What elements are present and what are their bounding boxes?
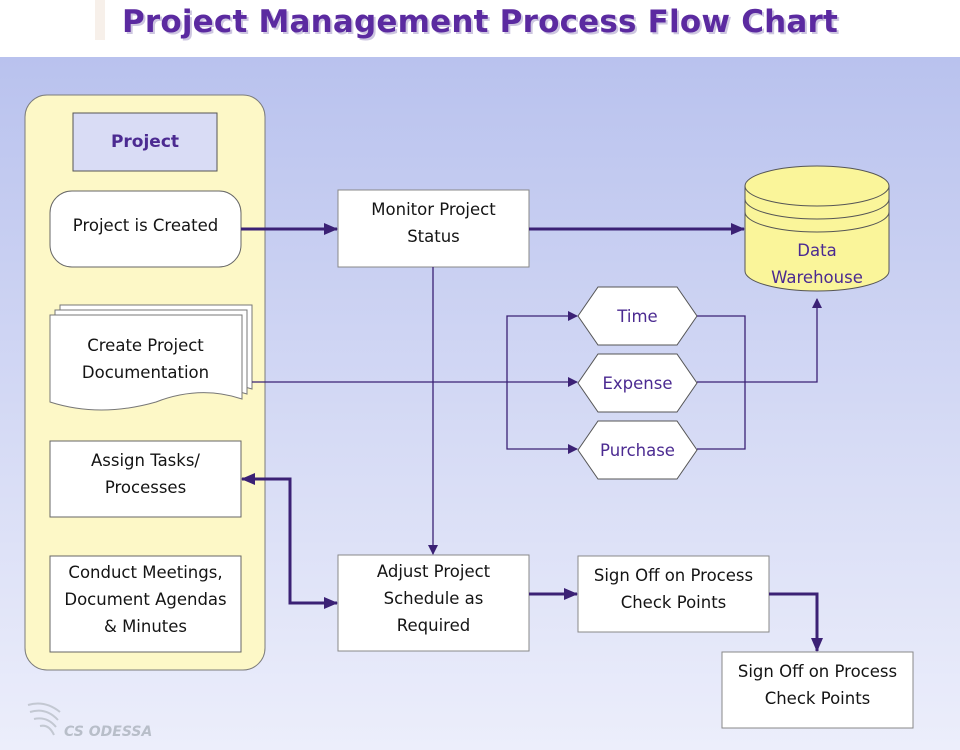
- monitor-status-line-1: Monitor Project: [371, 200, 496, 219]
- expense-hexagon: [577, 353, 698, 413]
- time-hexagon: [577, 286, 698, 346]
- sign-off-2-box: [721, 651, 914, 729]
- page-title: Project Management Process Flow Chart: [121, 4, 839, 40]
- create-doc-line-2: Documentation: [81, 363, 210, 382]
- arrow-expense-to-warehouse: [697, 298, 822, 383]
- sign-off-2-label: Sign Off on Process Check Points: [722, 652, 913, 718]
- conduct-meetings-line-1: Conduct Meetings,: [68, 563, 223, 582]
- adjust-schedule-box: [337, 554, 530, 652]
- conduct-meetings-box: [49, 555, 242, 653]
- purchase-hexagon: [577, 420, 698, 480]
- time-label: Time: [617, 306, 658, 326]
- arrow-adjust-assign: [241, 473, 338, 609]
- adjust-schedule-line-3: Required: [396, 616, 471, 635]
- project-label: Project: [110, 131, 180, 152]
- assign-tasks-line-1: Assign Tasks/: [90, 451, 200, 470]
- sign-off-2-line-2: Check Points: [764, 689, 871, 708]
- arrow-branch-to-purchase: [506, 382, 578, 454]
- sign-off-1-line-1: Sign Off on Process: [593, 566, 754, 585]
- assign-tasks-box: [49, 440, 242, 518]
- monitor-status-label: Monitor Project Status: [338, 190, 529, 256]
- conduct-meetings-line-2: Document Agendas: [64, 590, 227, 609]
- create-doc-shape: [49, 304, 253, 411]
- conduct-meetings-label: Conduct Meetings, Document Agendas & Min…: [50, 556, 241, 643]
- data-warehouse-line-1: Data: [797, 241, 837, 260]
- data-warehouse-line-2: Warehouse: [771, 268, 863, 287]
- purchase-label: Purchase: [600, 440, 675, 460]
- logo-icon: [27, 702, 61, 736]
- expense-label: Expense: [602, 373, 673, 393]
- data-warehouse-shape: [744, 165, 890, 292]
- project-header-box: [72, 112, 218, 172]
- project-created-label: Project is Created: [72, 215, 219, 235]
- adjust-schedule-label: Adjust Project Schedule as Required: [338, 555, 529, 642]
- monitor-status-line-2: Status: [407, 227, 460, 246]
- assign-tasks-label: Assign Tasks/ Processes: [50, 441, 241, 507]
- adjust-schedule-line-2: Schedule as: [383, 589, 484, 608]
- title-accent: [95, 0, 105, 40]
- arrow-signoff1-to-signoff2: [769, 592, 823, 652]
- logo-text: CS ODESSA: [64, 724, 153, 740]
- sign-off-2-line-1: Sign Off on Process: [737, 662, 898, 681]
- sign-off-1-line-2: Check Points: [620, 593, 727, 612]
- assign-tasks-line-2: Processes: [104, 478, 187, 497]
- arrow-branch-to-time: [506, 311, 578, 382]
- monitor-status-box: [337, 189, 530, 268]
- adjust-schedule-line-1: Adjust Project: [376, 562, 491, 581]
- create-doc-label: Create Project Documentation: [50, 330, 241, 388]
- create-doc-line-1: Create Project: [87, 336, 204, 355]
- sign-off-1-label: Sign Off on Process Check Points: [578, 556, 769, 622]
- title-bar: [0, 0, 960, 57]
- data-warehouse-label: Data Warehouse: [745, 236, 889, 292]
- conduct-meetings-line-3: & Minutes: [103, 617, 188, 636]
- sign-off-1-box: [577, 555, 770, 633]
